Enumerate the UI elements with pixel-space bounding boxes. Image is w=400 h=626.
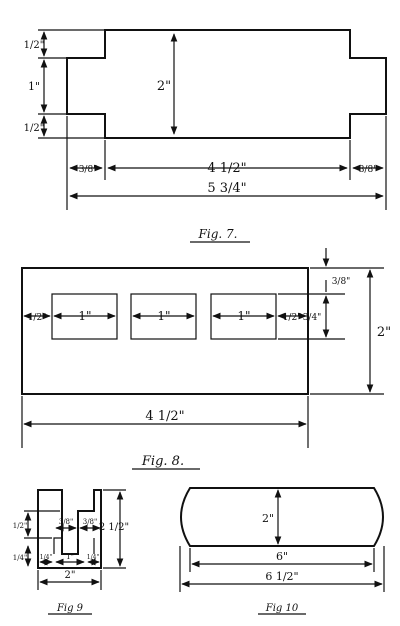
fig9-slot-right-label: 3/8" xyxy=(83,518,98,526)
figure-8: 1/2" 1" 1" 1" 1/2" 3/8" 3/4" 2" 4 1/2" F… xyxy=(21,248,391,470)
fig10-height-label: 2" xyxy=(262,512,274,525)
fig8-left-margin-label: 1/2" xyxy=(28,313,47,323)
fig9-slot-left-label: 3/8" xyxy=(59,518,74,526)
fig9-base-right-label: 1/4" xyxy=(87,554,100,561)
fig7-inner-width-label: 4 1/2" xyxy=(207,161,246,176)
fig7-top-notch-label: 1/2" xyxy=(24,40,45,51)
fig8-hole-2 xyxy=(130,293,197,340)
fig8-right-margin-label: 1/2" xyxy=(283,313,302,323)
fig8-hole-1 xyxy=(51,293,118,340)
fig9-caption: Fig 9 xyxy=(56,603,84,614)
fig8-hole-3 xyxy=(210,293,277,340)
fig10-outline xyxy=(180,487,384,547)
fig8-hole1-label: 1" xyxy=(78,309,91,323)
figure-10: 2" 6" 6 1/2" Fig 10 xyxy=(179,487,385,615)
fig10-caption: Fig 10 xyxy=(265,603,299,614)
fig8-outline xyxy=(21,267,309,395)
figure-7: 1/2" 1" 1/2" 2" 3/8" 4 1/2" 3/8" 5 3/4" … xyxy=(24,29,387,243)
fig10-inner-width-label: 6" xyxy=(276,550,288,563)
fig9-top-step-label: 1/2" xyxy=(13,522,28,530)
fig7-right-offset-label: 3/8" xyxy=(359,165,378,175)
fig10-total-width-label: 6 1/2" xyxy=(265,570,298,583)
fig8-hole2-label: 1" xyxy=(157,309,170,323)
fig9-base-left-label: 1/4" xyxy=(40,554,53,561)
fig8-top-margin-label: 3/8" xyxy=(332,277,351,287)
fig9-width-label: 2" xyxy=(65,570,76,581)
fig7-caption: Fig. 7. xyxy=(198,227,238,241)
fig7-outline xyxy=(66,29,387,139)
fig7-middle-label: 1" xyxy=(28,80,40,93)
fig7-left-offset-label: 3/8" xyxy=(79,165,98,175)
fig9-side-step-label: 1/4" xyxy=(13,554,28,562)
fig7-height-label: 2" xyxy=(157,79,171,94)
fig8-height-label: 2" xyxy=(377,325,391,340)
fig8-width-label: 4 1/2" xyxy=(145,409,184,424)
fig9-outline xyxy=(37,489,102,569)
fig8-hole-height-label: 3/4" xyxy=(303,313,322,323)
fig9-slot xyxy=(53,537,95,554)
fig7-total-width-label: 5 3/4" xyxy=(207,181,246,196)
fig9-base-mid-label: 1" xyxy=(66,553,74,561)
fig9-height-label: 2 1/2" xyxy=(99,522,129,533)
fig8-hole3-label: 1" xyxy=(237,309,250,323)
fig7-bottom-notch-label: 1/2" xyxy=(24,123,45,134)
fig8-caption: Fig. 8. xyxy=(141,454,184,469)
figure-9: 1/2" 1/4" 3/8" 3/8" 1/4" 1" 1/4" 2 1/2" … xyxy=(13,489,129,615)
